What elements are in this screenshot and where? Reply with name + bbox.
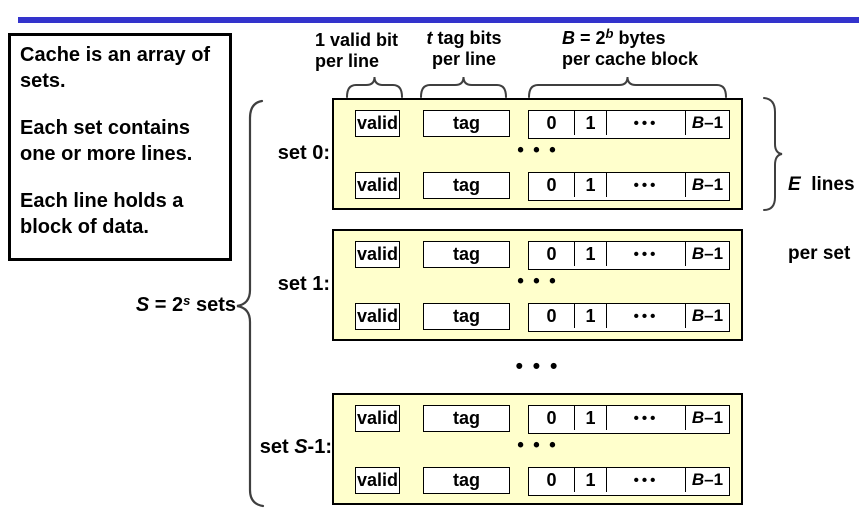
- byte-cell-0: 0: [546, 112, 557, 133]
- tag-bits-label-line1: t tag bits: [426, 28, 502, 48]
- block-cells: 0 1 ••• B–1: [528, 467, 730, 496]
- set-s-1-label: set S-1:: [259, 436, 332, 458]
- lines-ellipsis: • • •: [517, 140, 558, 161]
- block-bytes-label-line2: per cache block: [562, 49, 699, 69]
- byte-cell-1: 1: [574, 242, 606, 266]
- set-1-box: valid tag 0 1 ••• B–1 • • • valid tag 0 …: [332, 229, 743, 341]
- valid-field: valid: [355, 405, 400, 432]
- lines-ellipsis: • • •: [517, 271, 558, 292]
- title-rule: [18, 17, 859, 23]
- byte-cell-last: B–1: [685, 304, 729, 328]
- byte-cell-last: B–1: [685, 406, 729, 430]
- byte-cell-0: 0: [546, 407, 557, 428]
- block-cells: 0 1 ••• B–1: [528, 405, 730, 434]
- lines-per-set-label: E lines per set: [788, 127, 855, 311]
- byte-cell-1: 1: [574, 111, 606, 135]
- block-cells: 0 1 ••• B–1: [528, 110, 730, 139]
- lines-ellipsis: • • •: [517, 435, 558, 456]
- set-s-1-box: valid tag 0 1 ••• B–1 • • • valid tag 0 …: [332, 393, 743, 505]
- byte-cell-0: 0: [546, 243, 557, 264]
- lines-per-set-brace: [763, 97, 783, 211]
- sets-ellipsis: • • •: [515, 355, 560, 378]
- valid-field: valid: [355, 172, 400, 199]
- tag-bits-label-line2: per line: [431, 49, 497, 69]
- byte-cell-1: 1: [574, 304, 606, 328]
- byte-cell-ellipsis: •••: [606, 468, 685, 492]
- tag-field: tag: [423, 241, 510, 268]
- tag-bits-label: t tag bits per line: [414, 28, 514, 70]
- byte-cell-last: B–1: [685, 173, 729, 197]
- tag-field: tag: [423, 172, 510, 199]
- block-cells: 0 1 ••• B–1: [528, 172, 730, 201]
- valid-column-brace: [346, 76, 403, 98]
- byte-cell-1: 1: [574, 406, 606, 430]
- tag-field: tag: [423, 467, 510, 494]
- valid-field: valid: [355, 241, 400, 268]
- byte-cell-ellipsis: •••: [606, 173, 685, 197]
- byte-cell-ellipsis: •••: [606, 406, 685, 430]
- valid-bit-label-line2: per line: [315, 51, 380, 71]
- valid-bit-label: 1 valid bit per line: [315, 30, 398, 72]
- byte-cell-last: B–1: [685, 468, 729, 492]
- lines-per-set-label-line2: per set: [788, 243, 851, 264]
- valid-field: valid: [355, 303, 400, 330]
- byte-cell-last: B–1: [685, 111, 729, 135]
- lines-per-set-label-line1: E lines: [788, 174, 855, 195]
- set-0-label: set 0:: [277, 142, 330, 164]
- byte-cell-last: B–1: [685, 242, 729, 266]
- note-paragraph: Each set contains one or more lines.: [20, 117, 193, 165]
- block-cells: 0 1 ••• B–1: [528, 241, 730, 270]
- byte-cell-1: 1: [574, 173, 606, 197]
- set-1-label: set 1:: [277, 273, 330, 295]
- byte-cell-1: 1: [574, 468, 606, 492]
- block-bytes-label: B = 2b bytes per cache block: [562, 26, 699, 70]
- sets-count-label: S = 2s sets: [135, 293, 236, 316]
- note-paragraph: Each line holds a block of data.: [20, 190, 184, 238]
- block-bytes-label-line1: B = 2b bytes: [562, 26, 666, 48]
- tag-field: tag: [423, 405, 510, 432]
- byte-cell-ellipsis: •••: [606, 242, 685, 266]
- byte-cell-0: 0: [546, 305, 557, 326]
- set-0-box: valid tag 0 1 ••• B–1 • • • valid tag 0 …: [332, 98, 743, 210]
- tag-field: tag: [423, 110, 510, 137]
- byte-cell-ellipsis: •••: [606, 304, 685, 328]
- byte-cell-0: 0: [546, 174, 557, 195]
- valid-field: valid: [355, 467, 400, 494]
- valid-field: valid: [355, 110, 400, 137]
- byte-cell-0: 0: [546, 469, 557, 490]
- block-column-brace: [528, 76, 727, 98]
- cache-note-box: Cache is an array of sets. Each set cont…: [8, 33, 232, 261]
- byte-cell-ellipsis: •••: [606, 111, 685, 135]
- tag-column-brace: [420, 76, 507, 98]
- valid-bit-label-line1: 1 valid bit: [315, 30, 399, 50]
- tag-field: tag: [423, 303, 510, 330]
- block-cells: 0 1 ••• B–1: [528, 303, 730, 332]
- note-paragraph: Cache is an array of sets.: [20, 44, 211, 92]
